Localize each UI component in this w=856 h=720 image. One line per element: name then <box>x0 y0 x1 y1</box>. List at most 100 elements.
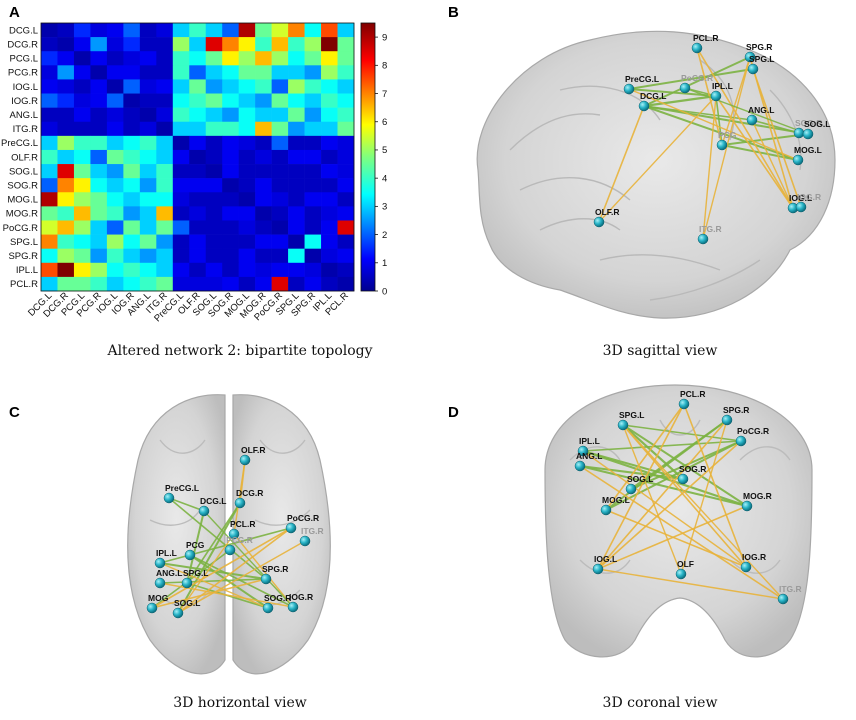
heatmap-cell <box>139 192 157 207</box>
heatmap-cell <box>41 234 58 249</box>
network-edge <box>751 119 794 209</box>
heatmap-cell <box>172 79 190 94</box>
network-edge <box>177 527 292 614</box>
node-label: SPG.R <box>723 405 749 415</box>
heatmap-cell <box>156 93 174 108</box>
heatmap-cell <box>271 93 289 108</box>
heatmap-cell <box>288 220 305 235</box>
network-node <box>239 454 251 466</box>
heatmap-cell <box>321 23 338 38</box>
heatmap-cell <box>304 234 322 249</box>
row-tick-label: IOG.L <box>13 82 38 93</box>
heatmap-cell <box>139 37 157 52</box>
heatmap-cell <box>288 93 305 108</box>
heatmap-cell <box>139 51 157 66</box>
heatmap-cell <box>321 262 338 278</box>
heatmap-cell <box>156 23 174 38</box>
heatmap-cell <box>73 51 91 66</box>
heatmap-cell <box>123 121 141 137</box>
heatmap-cell <box>304 107 322 123</box>
heatmap-cell <box>288 37 305 52</box>
heatmap-cell <box>271 192 289 207</box>
network-edge <box>597 403 685 570</box>
node-label: SPG.L <box>749 54 775 64</box>
heatmap-cell <box>57 23 75 38</box>
heatmap-cell <box>205 79 223 94</box>
network-node <box>234 497 246 509</box>
node-label: SOG.L <box>804 119 830 129</box>
heatmap-cell <box>238 93 256 108</box>
heatmap-cell <box>172 107 190 123</box>
heatmap-cell <box>255 234 272 249</box>
heatmap-cell <box>156 178 174 193</box>
network-node <box>198 505 210 517</box>
heatmap-cell <box>106 192 124 207</box>
heatmap-cell <box>271 149 289 165</box>
panel-letter-c: C <box>9 404 20 421</box>
network-node <box>721 414 733 426</box>
heatmap-cell <box>205 262 223 278</box>
heatmap-cell <box>288 164 305 179</box>
node-label: SOG.L <box>174 598 200 608</box>
heatmap-cell <box>255 65 272 80</box>
heatmap-cell <box>57 37 75 52</box>
heatmap-cell <box>205 220 223 235</box>
heatmap-cell <box>90 149 108 165</box>
heatmap-cell <box>255 135 272 151</box>
network-edge <box>177 540 306 614</box>
brain-shape-b <box>476 30 836 319</box>
heatmap-cell <box>106 65 124 80</box>
node-label: PCL.R <box>230 519 256 529</box>
heatmap-cell <box>304 248 322 264</box>
heatmap-cell <box>205 206 223 221</box>
heatmap-cell <box>288 276 305 292</box>
heatmap-cell <box>73 93 91 108</box>
heatmap-cell <box>222 93 239 108</box>
heatmap-cell <box>337 149 355 165</box>
heatmap-cell <box>189 192 207 207</box>
heatmap-cell <box>238 65 256 80</box>
heatmap-cell <box>222 79 239 94</box>
heatmap-cell <box>304 121 322 137</box>
heatmap-cell <box>41 220 58 235</box>
heatmap-cell <box>90 65 108 80</box>
heatmap-cell <box>106 220 124 235</box>
heatmap-cell <box>255 51 272 66</box>
panel-letter-b: B <box>448 4 459 21</box>
heatmap-cell <box>255 178 272 193</box>
network-node <box>154 557 166 569</box>
heatmap-cell <box>255 220 272 235</box>
heatmap-cell <box>57 65 75 80</box>
heatmap-cell <box>172 248 190 264</box>
colorbar-tick-label: 0 <box>382 286 387 297</box>
heatmap-cell <box>73 234 91 249</box>
heatmap-cell <box>238 206 256 221</box>
heatmap-cell <box>90 164 108 179</box>
heatmap-cell <box>172 206 190 221</box>
heatmap-cell <box>41 149 58 165</box>
heatmap-cell <box>73 107 91 123</box>
nodes-c: OLF.RPreCG.LDCG.LDCG.RPoCG.RITG.RPCL.RPC… <box>146 445 324 619</box>
node-label: IOG.R <box>797 192 821 202</box>
heatmap-cell <box>57 178 75 193</box>
node-label: SOG.R <box>264 593 291 603</box>
heatmap-cell <box>205 121 223 137</box>
heatmap-cell <box>106 149 124 165</box>
heatmap-cell <box>222 248 239 264</box>
heatmap-cell <box>321 192 338 207</box>
heatmap-cell <box>288 107 305 123</box>
caption-d: 3D coronal view <box>602 695 718 711</box>
heatmap-cell <box>255 37 272 52</box>
network-node <box>163 492 175 504</box>
row-tick-label: PCL.R <box>10 279 38 290</box>
network-edge <box>233 459 246 535</box>
network-node <box>793 127 805 139</box>
network-node <box>287 601 299 613</box>
heatmap-cell <box>238 262 256 278</box>
heatmap-cell <box>41 93 58 108</box>
heatmap-cell <box>41 248 58 264</box>
heatmap-cell <box>73 149 91 165</box>
heatmap-cell <box>57 51 75 66</box>
heatmap-cell <box>73 276 91 292</box>
heatmap-cell <box>205 135 223 151</box>
